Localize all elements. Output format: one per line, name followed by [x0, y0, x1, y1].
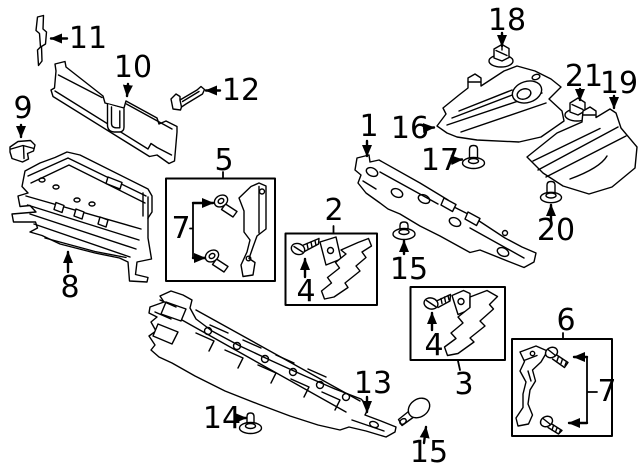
parts-group-box-6 [511, 338, 613, 437]
parts-group-box-5 [165, 177, 276, 282]
callout-7-box6[interactable]: 7 [597, 374, 617, 409]
part-19-shield-drawing [526, 106, 638, 195]
callout-9[interactable]: 9 [13, 91, 33, 126]
part-11-bracket-drawing [35, 14, 48, 67]
callout-4-box3[interactable]: 4 [424, 328, 444, 363]
callout-13[interactable]: 13 [353, 366, 393, 401]
part-7-screw-lower-drawing [204, 249, 229, 273]
part-13-lower-shield-drawing [148, 290, 397, 438]
callout-6[interactable]: 6 [556, 303, 576, 338]
part-4-screw-box2-drawing [290, 237, 320, 256]
part-10-air-deflector-drawing [50, 60, 178, 165]
part-16-shield-drawing [436, 65, 565, 143]
part-7-screw-box6-upper-drawing [544, 346, 569, 369]
callout-10[interactable]: 10 [113, 50, 153, 85]
callout-15-lower[interactable]: 15 [409, 435, 449, 470]
part-15-upper-push-pin-drawing [392, 221, 416, 241]
callout-18[interactable]: 18 [487, 3, 527, 38]
callout-11[interactable]: 11 [68, 21, 108, 56]
part-15-lower-push-pin-drawing [397, 397, 431, 427]
callout-16[interactable]: 16 [390, 111, 430, 146]
callout-7-box5[interactable]: 7 [171, 211, 191, 246]
callout-12[interactable]: 12 [221, 73, 261, 108]
part-9-clip-drawing [9, 139, 36, 163]
part-4-screw-box3-drawing [423, 293, 452, 310]
part-7-screw-box6-lower-drawing [539, 415, 563, 435]
callout-15-upper[interactable]: 15 [389, 252, 429, 287]
callout-17[interactable]: 17 [420, 143, 460, 178]
callout-arrows [16, 31, 619, 445]
callout-4-box2[interactable]: 4 [296, 274, 316, 309]
part-8-shutter-assembly-drawing [11, 151, 153, 283]
callout-3[interactable]: 3 [454, 367, 474, 402]
callout-14[interactable]: 14 [202, 401, 242, 436]
callout-19[interactable]: 19 [599, 66, 639, 101]
callout-20[interactable]: 20 [536, 213, 576, 248]
callout-1[interactable]: 1 [359, 109, 379, 144]
parts-group-box-3 [409, 286, 506, 361]
callout-8[interactable]: 8 [60, 270, 80, 305]
callout-21[interactable]: 21 [564, 59, 604, 94]
part-14-push-pin-drawing [238, 412, 263, 435]
leader-lines [189, 171, 598, 424]
part-1-splash-shield-drawing [354, 154, 537, 269]
part-7-screw-upper-drawing [213, 194, 238, 218]
part-17-push-pin-drawing [461, 144, 486, 170]
callout-2[interactable]: 2 [324, 193, 344, 228]
part-20-push-pin-drawing [539, 180, 563, 204]
callout-5[interactable]: 5 [214, 143, 234, 178]
part-18-clip-drawing [488, 43, 514, 68]
part-12-bracket-drawing [170, 85, 206, 111]
